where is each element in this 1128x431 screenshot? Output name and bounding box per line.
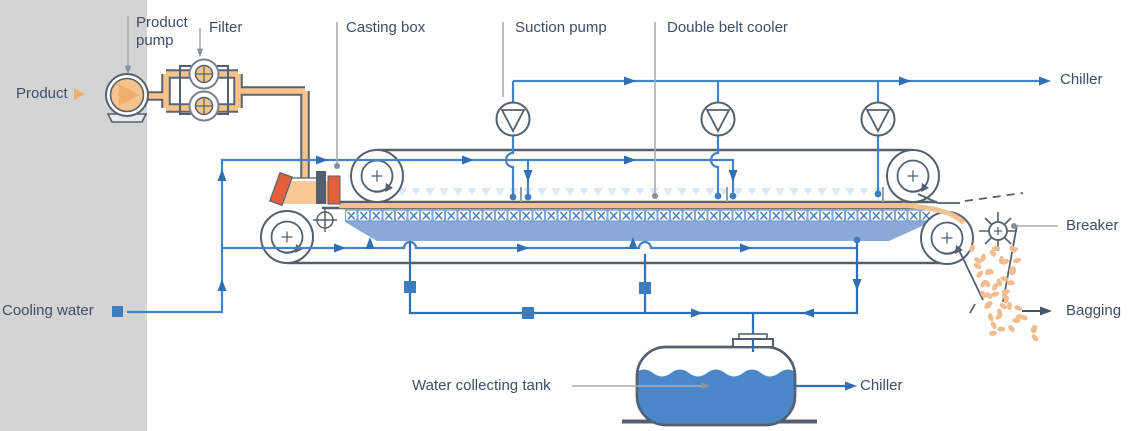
cooling-water-marker-icon	[112, 306, 123, 317]
cooling-water-basin	[345, 222, 931, 241]
belt-roller-icon	[920, 211, 974, 265]
breaker-icon	[979, 212, 1017, 251]
label-product-pump: Product pump	[136, 14, 188, 49]
double-belt-cooler-machine	[260, 148, 1024, 314]
suction-pump-icon	[495, 101, 531, 137]
label-product: Product	[16, 85, 68, 102]
belt-roller-icon	[886, 149, 940, 203]
product-feed-system	[105, 58, 341, 207]
left-gray-panel	[0, 0, 147, 431]
label-chiller-top: Chiller	[1060, 71, 1103, 88]
pastilles-group	[969, 244, 1039, 342]
water-collecting-tank-icon	[622, 333, 817, 427]
label-casting-box: Casting box	[346, 19, 426, 36]
product-marker-icon	[74, 88, 85, 100]
junction-squares	[112, 281, 651, 319]
nozzle-row	[345, 209, 931, 222]
bagging-arrow	[1022, 306, 1052, 316]
label-cooling-water: Cooling water	[2, 302, 94, 319]
belt-tension-crosshair-icon	[313, 208, 337, 232]
filter-icon	[179, 58, 229, 122]
suction-pump-icon	[700, 101, 736, 137]
product-sheet-curve	[901, 202, 966, 225]
label-double-belt-cooler: Double belt cooler	[667, 19, 788, 36]
belt-spray-row	[398, 187, 903, 197]
label-leader-lines	[127, 16, 1058, 387]
label-chiller-bottom: Chiller	[860, 377, 903, 394]
suction-pump-icon	[860, 101, 896, 137]
belt-roller-icon	[260, 210, 314, 264]
label-bagging: Bagging	[1066, 302, 1122, 319]
product-film-strip	[339, 203, 915, 209]
pipe-connection-dots	[509, 190, 882, 244]
leader-dots	[334, 163, 1017, 229]
product-pump-icon	[105, 73, 149, 123]
casting-box-icon	[268, 171, 341, 207]
belt-roller-icon	[350, 149, 404, 203]
belt-supports	[520, 187, 884, 202]
label-suction-pump: Suction pump	[515, 19, 607, 36]
label-breaker: Breaker	[1066, 217, 1119, 234]
label-water-collecting-tank: Water collecting tank	[412, 377, 551, 394]
product-pipe	[146, 69, 310, 178]
label-filter: Filter	[209, 19, 243, 36]
